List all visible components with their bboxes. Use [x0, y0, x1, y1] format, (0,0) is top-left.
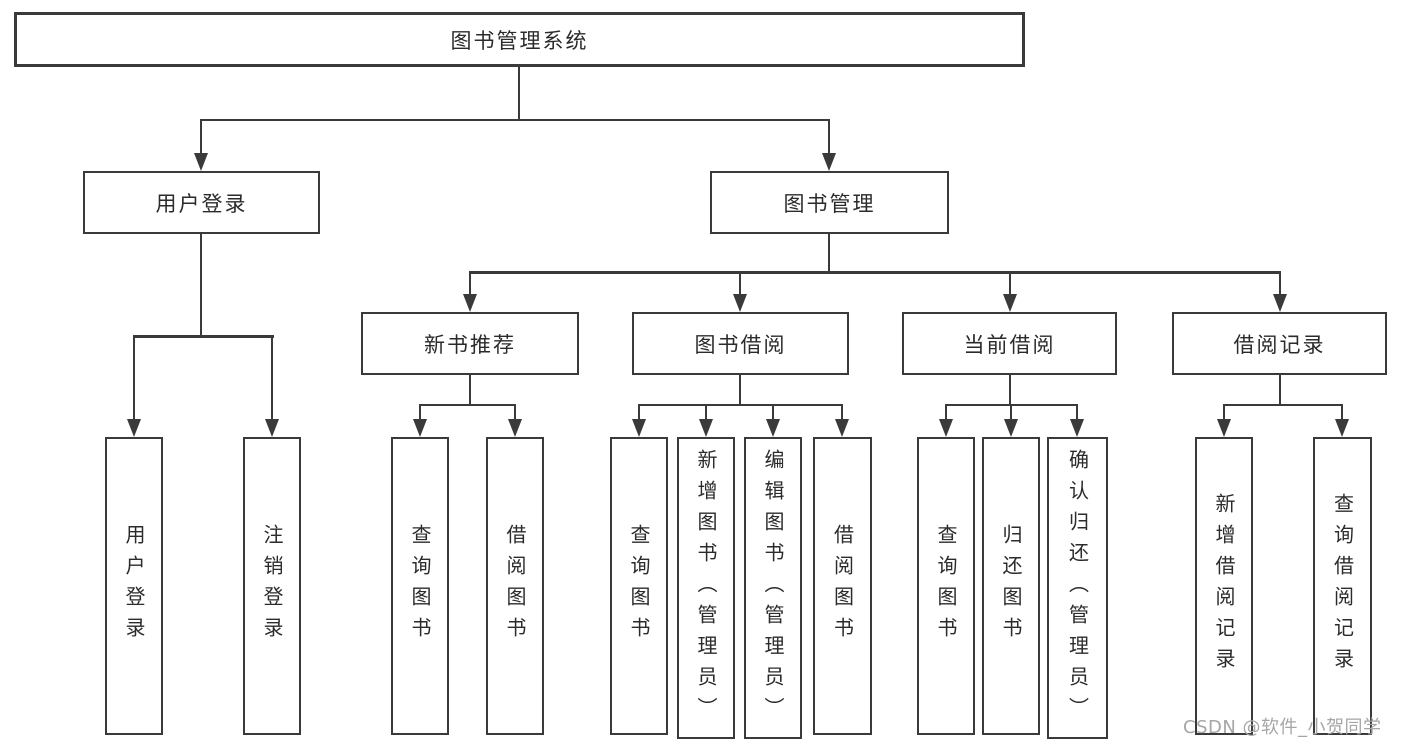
node-label: 新书推荐: [424, 332, 516, 357]
leaf-return-book: 归还图书: [982, 437, 1040, 735]
leaf-logout: 注销登录: [243, 437, 301, 735]
leaf-query-books-recommend: 查询图书: [391, 437, 449, 735]
connector-line: [132, 335, 275, 338]
node-label: 图书管理: [783, 191, 876, 216]
node-label: 图书管理系统: [450, 28, 589, 53]
connector-line: [771, 405, 775, 419]
connector-line: [1008, 272, 1012, 294]
connector-line: [637, 403, 844, 407]
arrowhead-down-icon: [939, 419, 953, 437]
node-label: 注销登录: [260, 524, 284, 648]
connector-line: [944, 405, 948, 419]
node-user-login: 用户登录: [83, 171, 320, 234]
connector-line: [1008, 375, 1012, 406]
arrowhead-down-icon: [463, 294, 477, 312]
connector-line: [513, 405, 517, 419]
node-label: 图书借阅: [694, 332, 787, 357]
connector-line: [468, 375, 472, 406]
arrowhead-down-icon: [1070, 419, 1084, 437]
connector-line: [468, 272, 472, 294]
node-label: 编辑图书（管理员）: [761, 448, 785, 728]
leaf-query-books-borrowing: 查询图书: [610, 437, 668, 735]
node-label: 查询图书: [627, 524, 651, 648]
leaf-add-book-admin: 新增图书（管理员）: [677, 437, 735, 739]
node-current-borrowing: 当前借阅: [902, 312, 1117, 375]
leaf-query-borrow-record: 查询借阅记录: [1313, 437, 1372, 735]
leaf-edit-book-admin: 编辑图书（管理员）: [744, 437, 802, 739]
connector-line: [840, 405, 844, 419]
connector-line: [738, 375, 742, 406]
connector-line: [738, 272, 742, 294]
node-label: 确认归还（管理员）: [1065, 448, 1090, 728]
connector-line: [132, 336, 136, 419]
arrowhead-down-icon: [733, 294, 747, 312]
connector-line: [418, 403, 517, 407]
connector-line: [270, 336, 274, 419]
connector-line: [517, 67, 521, 120]
connector-line: [1222, 405, 1226, 419]
connector-line: [827, 234, 831, 273]
node-label: 用户登录: [122, 524, 146, 648]
node-new-book-recommendation: 新书推荐: [361, 312, 579, 375]
arrowhead-down-icon: [1335, 419, 1349, 437]
connector-line: [1009, 405, 1013, 419]
arrowhead-down-icon: [1217, 419, 1231, 437]
connector-line: [1075, 405, 1079, 419]
leaf-borrow-books: 借阅图书: [813, 437, 872, 735]
node-label: 新增图书（管理员）: [694, 448, 718, 728]
connector-line: [637, 405, 641, 419]
node-label: 当前借阅: [963, 332, 1056, 357]
leaf-borrow-books-recommend: 借阅图书: [486, 437, 544, 735]
connector-line: [1278, 375, 1282, 406]
csdn-watermark: CSDN @软件_小贺同学: [1183, 717, 1382, 738]
arrowhead-down-icon: [194, 153, 208, 171]
node-borrowing-records: 借阅记录: [1172, 312, 1387, 375]
arrowhead-down-icon: [413, 419, 427, 437]
node-label: 查询图书: [934, 524, 958, 648]
arrowhead-down-icon: [1273, 294, 1287, 312]
node-label: 借阅图书: [503, 524, 527, 648]
arrowhead-down-icon: [835, 419, 849, 437]
arrowhead-down-icon: [1003, 294, 1017, 312]
node-book-management: 图书管理: [710, 171, 949, 234]
connector-line: [1222, 403, 1344, 407]
leaf-user-login: 用户登录: [105, 437, 163, 735]
connector-line: [1340, 405, 1344, 419]
node-book-borrowing: 图书借阅: [632, 312, 849, 375]
arrowhead-down-icon: [265, 419, 279, 437]
connector-line: [418, 405, 422, 419]
leaf-query-books-current: 查询图书: [917, 437, 975, 735]
node-label: 新增借阅记录: [1212, 493, 1236, 679]
node-label: 归还图书: [999, 524, 1023, 648]
connector-line: [827, 120, 831, 153]
arrowhead-down-icon: [1004, 419, 1018, 437]
connector-line: [199, 120, 203, 153]
node-library-management-system: 图书管理系统: [14, 12, 1025, 67]
node-label: 借阅记录: [1233, 332, 1326, 357]
arrowhead-down-icon: [822, 153, 836, 171]
leaf-add-borrow-record: 新增借阅记录: [1195, 437, 1253, 735]
arrowhead-down-icon: [766, 419, 780, 437]
connector-line: [199, 234, 203, 337]
connector-line: [468, 271, 1282, 274]
leaf-confirm-return-admin: 确认归还（管理员）: [1047, 437, 1108, 739]
node-label: 查询借阅记录: [1330, 493, 1355, 679]
node-label: 借阅图书: [830, 524, 855, 648]
arrowhead-down-icon: [508, 419, 522, 437]
arrowhead-down-icon: [127, 419, 141, 437]
connector-line: [199, 118, 831, 122]
connector-line: [704, 405, 708, 419]
node-label: 查询图书: [408, 524, 432, 648]
arrowhead-down-icon: [632, 419, 646, 437]
connector-line: [1278, 272, 1282, 294]
arrowhead-down-icon: [699, 419, 713, 437]
node-label: 用户登录: [155, 191, 248, 216]
